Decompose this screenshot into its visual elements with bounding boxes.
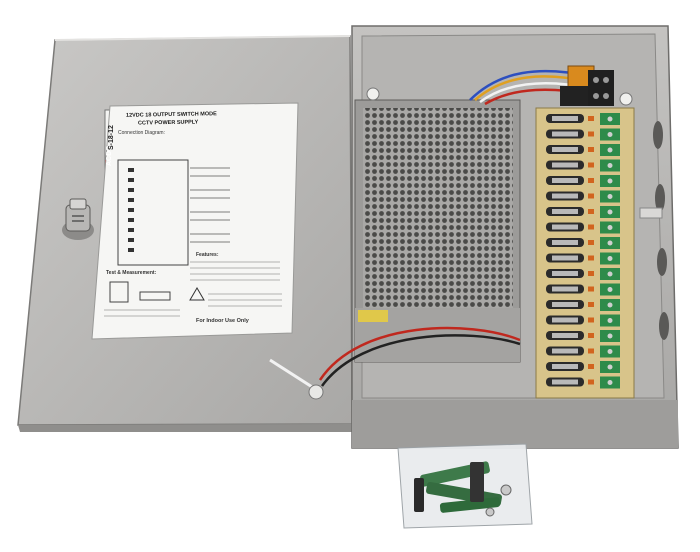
fuse-cartridge [552, 178, 578, 183]
switching-psu-module [354, 99, 521, 363]
output-indicator [588, 193, 594, 199]
output-indicator [588, 364, 594, 369]
output-indicator [588, 302, 594, 307]
output-indicator [588, 116, 594, 121]
output-indicator [588, 209, 594, 214]
distribution-board [535, 107, 635, 399]
terminal-screw [607, 287, 613, 292]
sheet-title-line2: CCTV POWER SUPPLY [137, 119, 199, 127]
fuse-cartridge [552, 193, 578, 199]
fuse-cartridge [552, 302, 578, 307]
output-indicator [588, 317, 594, 323]
fuse-cartridge [552, 333, 578, 338]
fuse-cartridge [552, 240, 578, 245]
output-indicator [588, 286, 594, 292]
output-indicator [588, 240, 594, 245]
terminal-screw [607, 380, 613, 385]
output-indicator [588, 333, 594, 338]
sheet-test-heading: Test & Measurement: [106, 270, 157, 276]
fuse-cartridge [552, 147, 578, 152]
terminal-screw [607, 225, 613, 230]
fuse-cartridge [552, 317, 578, 323]
output-indicator [588, 224, 594, 230]
main-terminal-block [560, 65, 614, 106]
terminal-screw [607, 364, 613, 370]
terminal-screw [607, 240, 613, 246]
terminal-screw [607, 349, 613, 354]
cable-knockouts [653, 121, 669, 340]
sheet-footer-note: For Indoor Use Only [196, 318, 249, 324]
output-indicator [588, 178, 594, 183]
fuse-cartridge [552, 286, 578, 292]
fuse-cartridge [552, 271, 578, 276]
output-indicator [588, 162, 594, 168]
sheet-features-heading: Features: [196, 252, 219, 258]
terminal-screw [607, 256, 613, 261]
terminal-screw [607, 163, 613, 168]
fuse-cartridge [552, 255, 578, 261]
terminal-screw [607, 178, 613, 184]
terminal-screw [607, 209, 613, 215]
fuse-cartridge [552, 116, 578, 121]
accessory-bag [397, 443, 533, 529]
output-terminals [588, 113, 620, 389]
door-model-label: S-18-12 [108, 125, 115, 150]
output-indicator [588, 131, 594, 137]
fuse-row [546, 114, 584, 387]
instruction-sheet [91, 102, 299, 340]
output-indicator [588, 147, 594, 152]
terminal-screw [607, 302, 613, 308]
fuse-cartridge [552, 379, 578, 385]
fuse-cartridge [552, 364, 578, 369]
output-indicator [588, 379, 594, 385]
fuse-cartridge [552, 209, 578, 214]
key-lock-icon[interactable] [62, 198, 94, 240]
terminal-screw [607, 333, 613, 339]
terminal-screw [607, 271, 613, 277]
sheet-connection-heading: Connection Diagram: [118, 130, 165, 136]
output-indicator [588, 271, 594, 276]
terminal-screw [607, 147, 613, 153]
output-indicator [588, 255, 594, 261]
terminal-screw [607, 194, 613, 199]
terminal-screw [607, 132, 613, 137]
fuse-cartridge [552, 162, 578, 168]
terminal-screw [607, 318, 613, 323]
fuse-cartridge [552, 348, 578, 354]
terminal-screw [607, 116, 613, 122]
output-indicator [588, 348, 594, 354]
fuse-cartridge [552, 131, 578, 137]
fuse-cartridge [552, 224, 578, 230]
